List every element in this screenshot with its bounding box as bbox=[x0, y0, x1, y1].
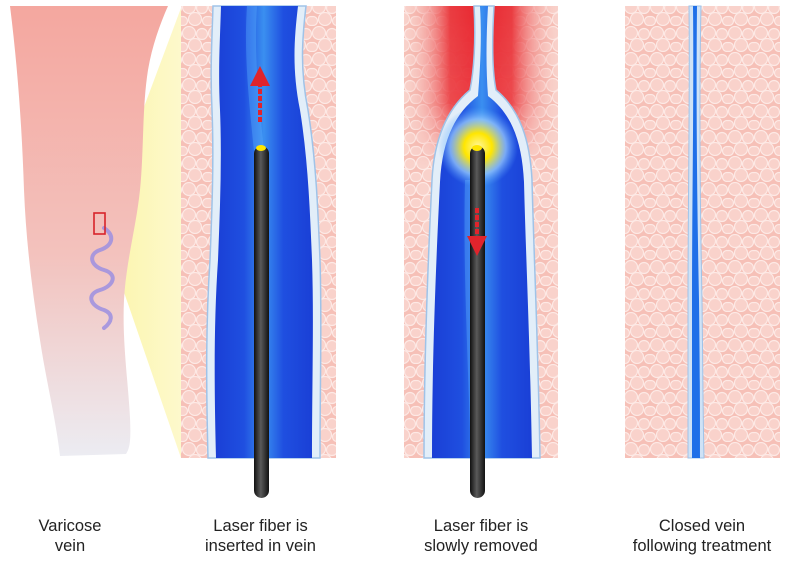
caption-line: vein bbox=[54, 537, 86, 555]
caption-line: inserted in vein bbox=[205, 537, 316, 555]
varicose-vein-squiggle bbox=[89, 226, 115, 330]
caption-fiber-inserted: Laser fiber is inserted in vein bbox=[178, 516, 343, 556]
laser-fiber-1 bbox=[254, 146, 269, 498]
zoom-box bbox=[93, 212, 106, 235]
caption-line: Laser fiber is bbox=[433, 517, 529, 535]
panel-closed bbox=[625, 5, 780, 459]
leg-shape bbox=[10, 6, 168, 456]
caption-varicose-vein: Varicose vein bbox=[10, 516, 130, 556]
caption-closed-vein: Closed vein following treatment bbox=[612, 516, 792, 556]
caption-line: Varicose bbox=[38, 517, 102, 535]
zoom-beam bbox=[104, 8, 181, 458]
caption-line: following treatment bbox=[632, 537, 772, 555]
panel-inserted bbox=[181, 5, 336, 498]
closed-vein-lumen bbox=[692, 6, 700, 458]
red-arrow-down-icon bbox=[467, 208, 487, 256]
caption-line: Laser fiber is bbox=[213, 517, 308, 535]
caption-line: Closed vein bbox=[658, 517, 746, 535]
panel-removed bbox=[404, 5, 558, 498]
leg-illustration bbox=[10, 6, 168, 456]
caption-line: slowly removed bbox=[424, 537, 538, 555]
laser-fiber-2 bbox=[470, 146, 485, 498]
red-arrow-up-icon bbox=[250, 66, 270, 122]
caption-fiber-removed: Laser fiber is slowly removed bbox=[400, 516, 562, 556]
laser-tip-2 bbox=[472, 145, 482, 151]
laser-tip-1 bbox=[256, 145, 266, 151]
